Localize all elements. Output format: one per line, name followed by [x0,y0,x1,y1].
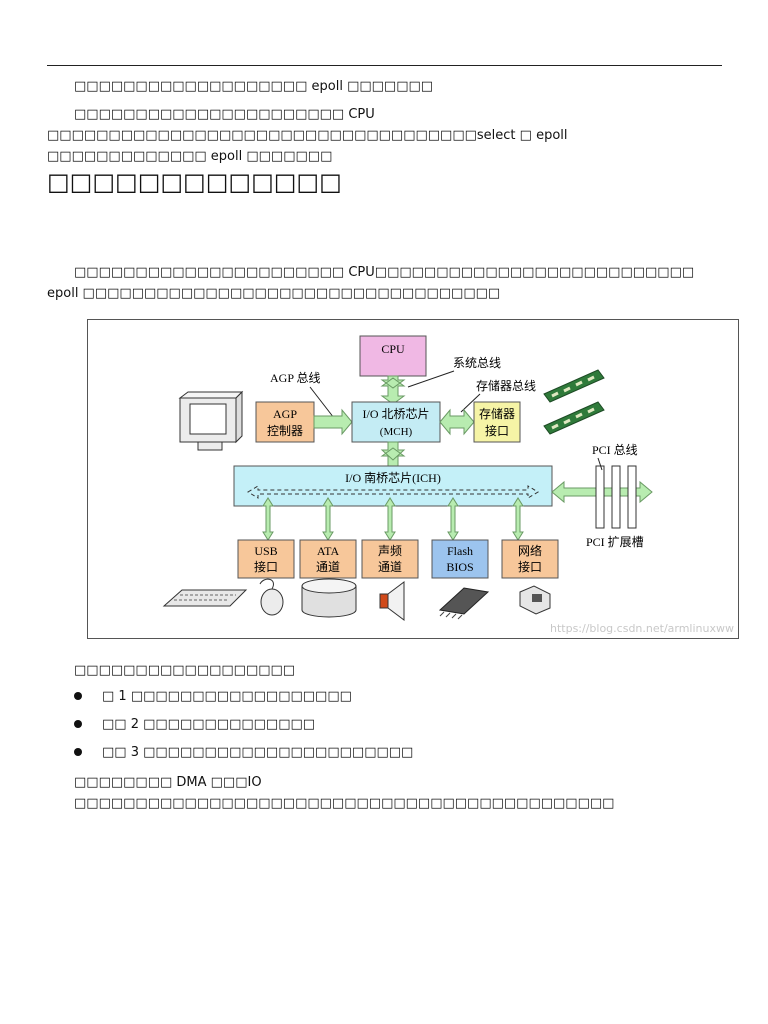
north-line2: (MCH) [380,426,413,438]
memory-bus-label: 存储器总线 [476,378,536,393]
north-memory-arrow [439,408,475,436]
hard-disk-icon [301,578,357,618]
south-ports-arrows [262,497,524,541]
list-item: □ 1 □□□□□□□□□□□□□□□□□□ [74,686,413,714]
ata-line2: 通道 [316,560,340,574]
cpu-label: CPU [381,342,405,356]
pci-bus-label: PCI 总线 [592,443,638,457]
agp-line2: 控制器 [267,424,303,438]
pci-slots-icon [595,465,637,529]
section-heading: □□□□□□□□□□□□□ [47,168,342,196]
south-label: I/O 南桥芯片(ICH) [345,470,441,485]
memory-interface-box [473,401,521,443]
usb-port-box [237,539,295,579]
flash-line2: BIOS [446,560,473,574]
cpu-paragraph: □□□□□□□□□□□□□□□□□□□□□□ CPU □□□□□□□□□□□□□… [47,107,568,164]
net-line1: 网络 [518,543,542,558]
north-south-arrow [380,441,406,467]
audio-line2: 通道 [378,560,402,574]
list-item: □□ 3 □□□□□□□□□□□□□□□□□□□□□□ [74,742,413,770]
bullet-dot [74,720,82,728]
list-item: □□ 2 □□□□□□□□□□□□□□ [74,714,413,742]
list-item-text: □□ 2 □□□□□□□□□□□□□□ [102,717,316,732]
system-bus-label: 系统总线 [453,356,501,370]
audio-channel-box [361,539,419,579]
memory-bus-pointer [460,393,481,413]
bullet-dot [74,748,82,756]
ata-channel-box [299,539,357,579]
network-card-icon [519,585,551,615]
watermark: https://blog.csdn.net/armlinuxww [550,622,734,635]
agp-bus-label: AGP 总线 [270,371,321,385]
flash-bios-box [431,539,489,579]
system-bus-pointer [407,370,455,388]
usb-line1: USB [254,544,277,558]
list-intro: □□□□□□□□□□□□□□□□□□ [74,663,296,678]
ata-line1: ATA [317,544,340,558]
bullet-list: □ 1 □□□□□□□□□□□□□□□□□□ □□ 2 □□□□□□□□□□□□… [74,686,413,770]
audio-line1: 声频 [378,544,402,558]
memory-modules-icon [543,369,605,435]
agp-bus-pointer [309,386,335,419]
speaker-icon [379,581,405,621]
net-line2: 接口 [518,559,542,574]
list-item-text: □□ 3 □□□□□□□□□□□□□□□□□□□□□□ [102,745,414,760]
cpu-north-arrow [380,375,406,405]
agp-controller-box [255,401,315,443]
pci-bus-pointer [597,457,603,471]
usb-line2: 接口 [254,559,278,574]
mem-line2: 接口 [485,423,509,438]
hardware-paragraph: □□□□□□□□□□□□□□□□□□□□□□ CPU□□□□□□□□□□□□□□… [47,265,695,301]
dma-paragraph: □□□□□□□□ DMA □□□IO □□□□□□□□□□□□□□□□□□□□□… [74,775,615,811]
intro-paragraph: □□□□□□□□□□□□□□□□□□□ epoll □□□□□□□ [74,79,434,94]
agp-north-arrow [313,408,353,436]
mouse-icon [259,578,284,616]
keyboard-icon [162,589,248,607]
computer-architecture-diagram: CPU 系统总线 AGP 总线 存储器总线 AGP 控制器 I/O 北桥芯片 (… [87,319,739,639]
list-item-text: □ 1 □□□□□□□□□□□□□□□□□□ [102,689,352,704]
flash-line1: Flash [447,544,473,558]
north-line1: I/O 北桥芯片 [363,407,430,421]
network-port-box [501,539,559,579]
bullet-dot [74,692,82,700]
agp-line1: AGP [273,407,297,421]
mem-line1: 存储器 [479,406,515,421]
header-rule [47,65,722,66]
cpu-box [359,335,427,377]
monitor-icon [178,390,244,451]
pci-slot-label: PCI 扩展槽 [586,535,644,549]
bios-chip-icon [438,587,490,620]
south-internal-arrow [247,485,539,499]
